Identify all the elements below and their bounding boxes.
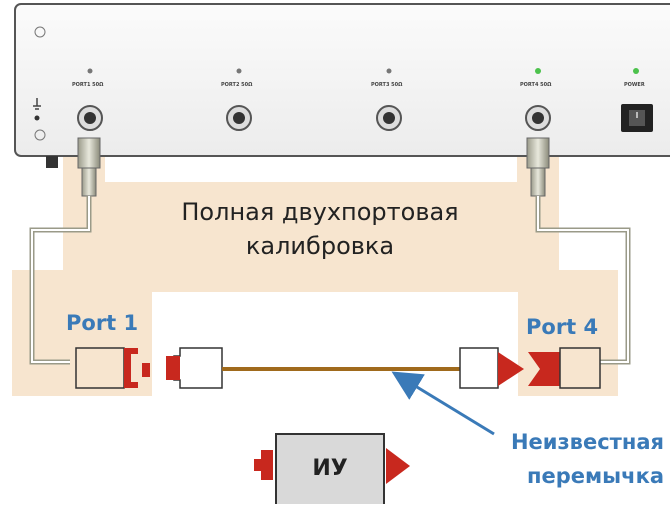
port3-led [386,68,392,74]
port2-connector [226,105,252,131]
power-button [621,104,653,132]
port1-panel-label: PORT1 50Ω [72,82,104,88]
port1-led [87,68,93,74]
port1-connector [77,105,103,131]
port4-label: Port 4 [526,315,599,339]
port3-panel-label: PORT3 50Ω [371,82,403,88]
dut-block [254,433,410,507]
calibration-title-line2: калибровка [245,232,395,260]
port4-led [535,68,541,74]
instrument-panel [14,3,670,168]
cable-right [526,137,631,365]
port2-led [236,68,242,74]
unknown-thru-label-line1: Неизвестная [510,430,664,454]
port4-connector [525,105,551,131]
port2-panel-label: PORT2 50Ω [221,82,253,88]
power-led [633,68,639,74]
calibration-title-line1: Полная двухпортовая [181,198,459,226]
pointer-arrow [391,371,495,436]
unknown-thru-label-line2: перемычка [526,464,664,488]
power-panel-label: POWER [624,82,645,88]
dut-label: ИУ [312,456,348,481]
ground-icon [33,98,41,110]
port3-connector [376,105,402,131]
port1-cable-end [75,347,150,389]
thru-adapter [166,347,524,389]
port1-label: Port 1 [66,311,139,335]
cable-left [29,137,101,365]
port4-cable-end [528,347,601,389]
port4-panel-label: PORT4 50Ω [520,82,552,88]
